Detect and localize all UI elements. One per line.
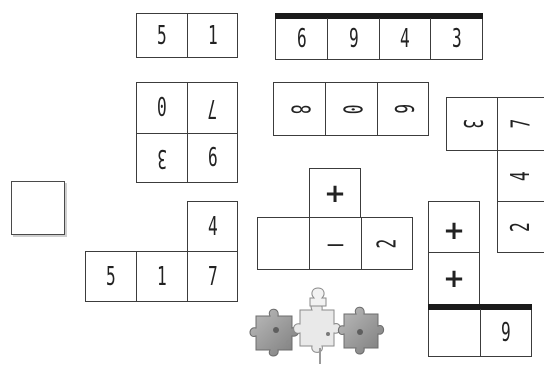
- plus-cell: +: [310, 169, 360, 218]
- tile-right-l-bottom[interactable]: 4 2: [497, 150, 544, 253]
- digit-cell: 2: [362, 219, 413, 269]
- digit-cell: 0: [326, 84, 378, 135]
- digit-cell: 8: [274, 84, 326, 135]
- digit-cell: 1: [137, 252, 187, 301]
- digit-cell: 6: [276, 19, 327, 59]
- tile-square[interactable]: 0 7 3 6: [136, 82, 238, 183]
- blank-cell: [258, 218, 309, 269]
- tile-middle-row[interactable]: 8 0 6: [273, 82, 429, 136]
- digit-cell: 4: [496, 153, 544, 199]
- puzzle-piece: [294, 302, 341, 352]
- tile-divider: [498, 201, 544, 202]
- digit-cell: 9: [328, 19, 379, 59]
- digit-cell: 9: [481, 310, 531, 356]
- digit-cell: 4: [380, 19, 430, 59]
- empty-square[interactable]: [11, 181, 65, 235]
- tile-l-bottom[interactable]: 5 1 7: [85, 251, 238, 302]
- digit-cell: 3: [446, 99, 498, 149]
- digit-cell: 7: [188, 252, 237, 301]
- dash-cell: —: [310, 218, 361, 269]
- digit-cell: 5: [137, 14, 187, 57]
- tile-t-bottom[interactable]: — 2: [257, 217, 413, 270]
- tile-l-top[interactable]: 4: [187, 201, 238, 252]
- puzzle-piece: [250, 309, 298, 356]
- puzzle-pieces-icon[interactable]: [248, 286, 394, 366]
- puzzle-pieces-icon-svg: [248, 286, 394, 366]
- digit-cell: 3: [137, 134, 187, 182]
- digit-cell: 4: [188, 202, 237, 252]
- tile-top-left[interactable]: 5 1: [136, 13, 238, 58]
- digit-cell: 3: [431, 19, 482, 59]
- digit-cell: 6: [377, 84, 429, 134]
- digit-cell: 7: [188, 83, 237, 133]
- tile-t-top[interactable]: +: [309, 168, 361, 218]
- tile-top-right[interactable]: 6 9 4 3: [275, 13, 483, 60]
- digit-cell: 2: [496, 204, 544, 250]
- blank-cell: [429, 310, 480, 356]
- tile-bottom-right[interactable]: 9: [428, 304, 532, 357]
- plus-cell: +: [429, 210, 479, 252]
- tile-right-column[interactable]: + +: [428, 201, 480, 305]
- puzzle-piece: [310, 288, 326, 306]
- plus-cell: +: [429, 253, 479, 305]
- digit-cell: 0: [137, 83, 187, 133]
- digit-cell: 6: [188, 134, 237, 182]
- tile-right-l-top[interactable]: 3 7: [446, 97, 544, 151]
- digit-cell: 7: [496, 101, 544, 148]
- digit-cell: 5: [86, 252, 136, 301]
- digit-cell: 1: [188, 14, 238, 57]
